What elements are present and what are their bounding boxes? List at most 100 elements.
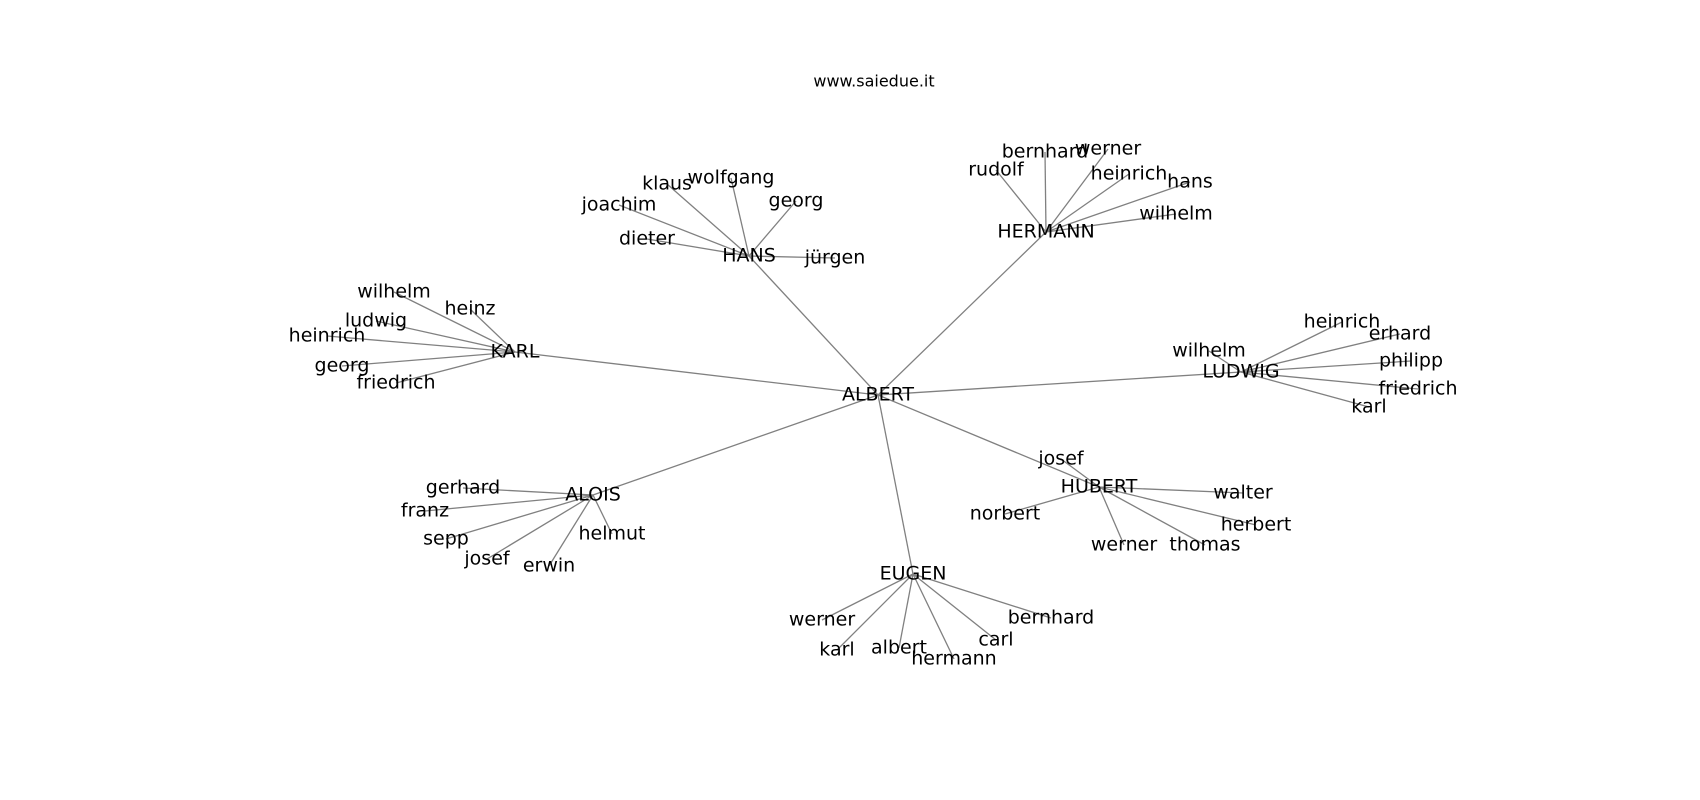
- edge-ludwig-child: [1240, 371, 1419, 390]
- edge-eugen-child: [912, 573, 997, 641]
- edge-albert-hubert: [877, 394, 1100, 488]
- leaf-node-label: carl: [978, 629, 1013, 651]
- leaf-node-label: bernhard: [1008, 607, 1095, 629]
- edge-layer: [326, 148, 1419, 660]
- leaf-node-label: erwin: [523, 555, 575, 577]
- edge-hermann-child: [1044, 151, 1047, 233]
- leaf-node-label: philipp: [1379, 350, 1443, 372]
- edge-alois-child: [486, 494, 594, 560]
- edge-hermann-child: [1045, 213, 1177, 233]
- leaf-node-label: joachim: [581, 194, 657, 216]
- leaf-node-label: josef: [463, 548, 510, 570]
- edge-eugen-child: [912, 573, 955, 660]
- leaf-node-label: hermann: [911, 648, 996, 670]
- edge-hubert-child: [1098, 486, 1257, 526]
- edge-ludwig-child: [1240, 371, 1370, 408]
- leaf-node-label: thomas: [1169, 534, 1240, 556]
- leaf-node-label: wilhelm: [1139, 203, 1213, 225]
- edge-albert-eugen: [877, 394, 914, 575]
- edge-albert-alois: [592, 394, 879, 496]
- edge-hermann-child: [1045, 148, 1109, 233]
- edge-hans-child: [748, 255, 836, 259]
- edge-hans-child: [618, 204, 750, 257]
- edge-hermann-child: [995, 169, 1047, 233]
- leaf-node-label: friedrich: [356, 372, 435, 394]
- edge-hubert-child: [1004, 486, 1100, 515]
- edge-hans-child: [646, 238, 750, 257]
- edge-ludwig-child: [1240, 321, 1343, 373]
- leaf-node-label: herbert: [1221, 514, 1292, 536]
- edge-hermann-child: [1045, 173, 1130, 233]
- edge-hubert-child: [1098, 486, 1125, 546]
- leaf-node-label: jürgen: [804, 247, 866, 269]
- group-node-hermann: HERMANN: [997, 221, 1094, 243]
- leaf-node-label: albert: [871, 637, 927, 659]
- edge-karl-child: [469, 308, 516, 353]
- leaf-node-label: erhard: [1369, 323, 1431, 345]
- edge-albert-hans: [748, 255, 879, 396]
- leaf-node-label: karl: [1351, 396, 1386, 418]
- leaf-node-label: josef: [1037, 448, 1084, 470]
- leaf-node-label: karl: [819, 639, 854, 661]
- group-node-hans: HANS: [722, 245, 776, 267]
- edge-eugen-child: [898, 573, 914, 649]
- leaf-node-label: georg: [315, 355, 370, 377]
- edge-ludwig-child: [1240, 333, 1401, 373]
- edge-hubert-child: [1098, 486, 1244, 494]
- leaf-node-label: heinz: [444, 298, 495, 320]
- edge-albert-karl: [514, 351, 879, 396]
- edge-karl-child: [395, 351, 516, 384]
- edge-karl-child: [326, 335, 516, 353]
- leaf-node-label: heinrich: [1304, 311, 1381, 333]
- leaf-node-label: werner: [1075, 138, 1141, 160]
- leaf-node-label: gerhard: [426, 477, 500, 499]
- leaf-node-label: werner: [1091, 534, 1157, 556]
- leaf-node-label: wilhelm: [357, 281, 431, 303]
- leaf-node-label: klaus: [642, 173, 692, 195]
- leaf-node-label: heinrich: [289, 325, 366, 347]
- edge-alois-child: [462, 487, 594, 496]
- label-layer: www.saiedue.it ALBERTKARLwilhelmheinzlud…: [289, 72, 1458, 670]
- leaf-node-label: dieter: [619, 228, 675, 250]
- edge-albert-ludwig: [877, 371, 1242, 396]
- leaf-node-label: bernhard: [1002, 141, 1089, 163]
- edge-hans-child: [748, 200, 797, 257]
- edge-albert-hermann: [877, 231, 1047, 396]
- leaf-node-label: rudolf: [968, 159, 1025, 181]
- edge-karl-child: [341, 351, 516, 367]
- edge-alois-child: [592, 494, 613, 535]
- edge-eugen-child: [836, 573, 914, 651]
- root-node-label: ALBERT: [842, 384, 914, 406]
- group-node-karl: KARL: [491, 341, 540, 363]
- leaf-node-label: georg: [769, 190, 824, 212]
- leaf-node-label: sepp: [423, 528, 469, 550]
- edge-hermann-child: [1045, 181, 1191, 233]
- edge-hubert-child: [1098, 486, 1206, 546]
- leaf-node-label: wolfgang: [688, 167, 775, 189]
- edge-karl-child: [375, 320, 516, 353]
- leaf-node-label: friedrich: [1378, 378, 1457, 400]
- group-node-hubert: HUBERT: [1061, 476, 1138, 498]
- leaf-node-label: walter: [1213, 482, 1273, 504]
- edge-alois-child: [424, 494, 594, 512]
- edge-karl-child: [393, 291, 516, 353]
- edge-ludwig-child: [1208, 350, 1242, 373]
- edge-hans-child: [730, 177, 750, 257]
- edge-eugen-child: [912, 573, 1052, 619]
- leaf-node-label: hans: [1167, 171, 1213, 193]
- leaf-node-label: heinrich: [1091, 163, 1168, 185]
- edge-eugen-child: [821, 573, 914, 621]
- group-node-ludwig: LUDWIG: [1202, 361, 1279, 383]
- leaf-node-label: ludwig: [345, 310, 407, 332]
- edge-hans-child: [666, 183, 750, 257]
- group-node-eugen: EUGEN: [880, 563, 947, 585]
- leaf-node-label: wilhelm: [1172, 340, 1246, 362]
- leaf-node-label: franz: [401, 500, 449, 522]
- leaf-node-label: werner: [789, 609, 855, 631]
- edge-alois-child: [445, 494, 594, 540]
- leaf-node-label: helmut: [578, 523, 645, 545]
- edge-hubert-child: [1060, 458, 1100, 488]
- edge-alois-child: [548, 494, 594, 567]
